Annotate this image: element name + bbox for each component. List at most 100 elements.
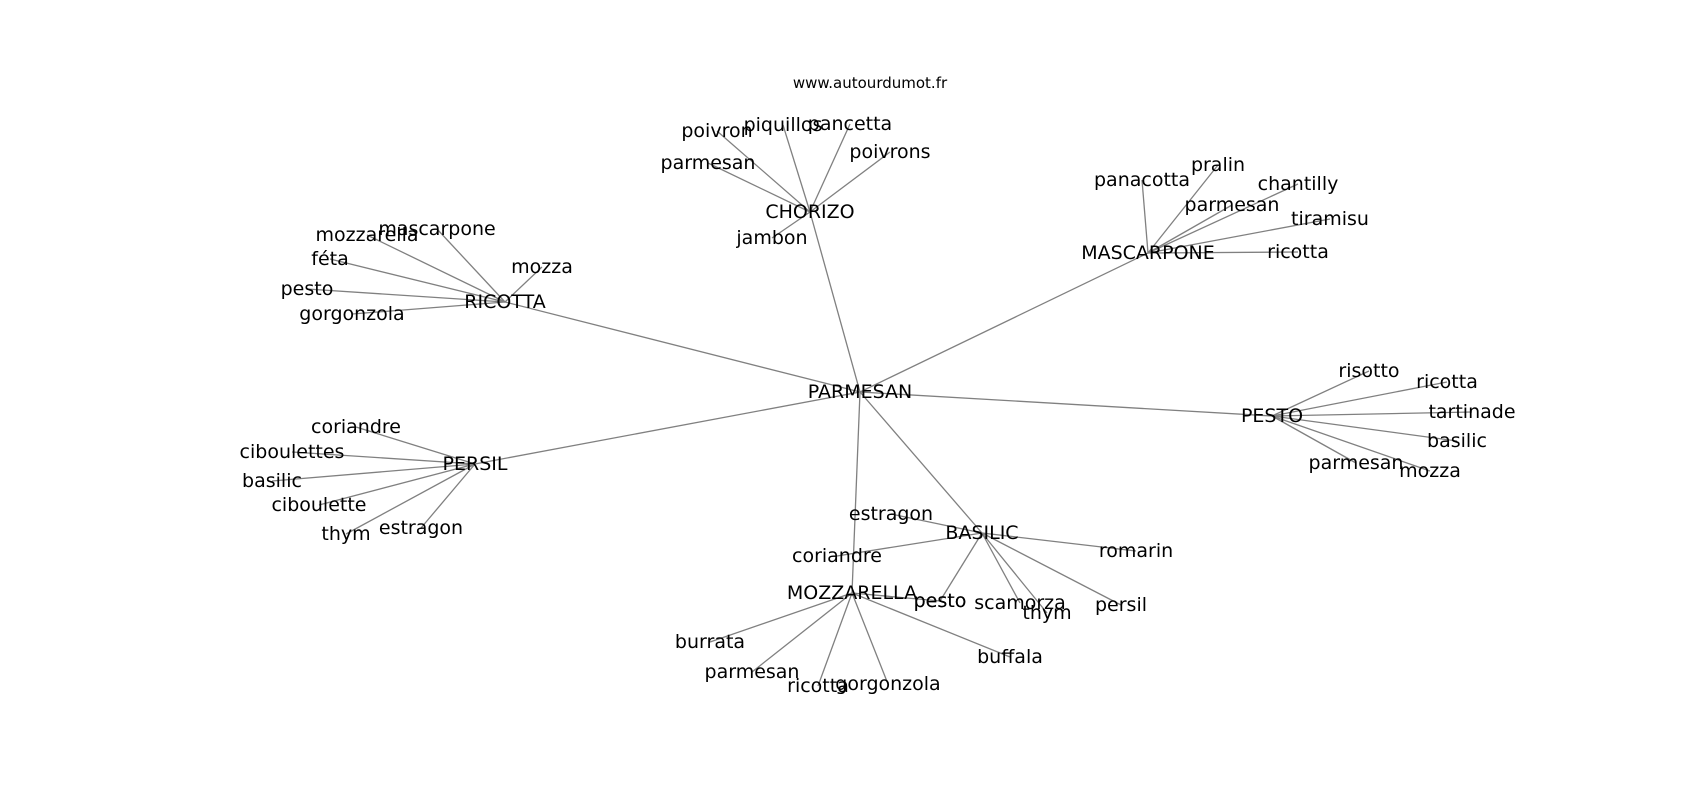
edge-root-ricotta	[504, 301, 861, 393]
edge-persil-1	[291, 451, 476, 465]
edge-chorizo-0	[716, 130, 811, 213]
leaf-node-ricotta-3: féta	[311, 248, 348, 270]
graph-edges	[271, 123, 1473, 687]
leaf-node-chorizo-5: jambon	[735, 227, 807, 249]
leaf-node-persil-4: thym	[321, 523, 370, 545]
edge-mascarpone-0	[1141, 179, 1149, 254]
edge-chorizo-4	[707, 162, 811, 213]
leaf-node-mascarpone-5: ricotta	[1267, 241, 1329, 263]
leaf-node-persil-5: estragon	[379, 517, 463, 539]
leaf-node-chorizo-4: parmesan	[661, 152, 756, 174]
edge-mozzarella-5	[851, 592, 941, 602]
leaf-node-ricotta-2: mozza	[511, 256, 573, 278]
edge-pesto-5	[1271, 415, 1431, 472]
hub-node-persil: PERSIL	[443, 453, 508, 475]
edge-mozzarella-1	[751, 592, 853, 673]
edge-pesto-4	[1271, 415, 1357, 464]
root-node-label: PARMESAN	[808, 381, 912, 403]
edge-mascarpone-5	[1147, 251, 1299, 254]
leaf-node-chorizo-1: piquillos	[744, 114, 823, 136]
edge-mascarpone-2	[1147, 183, 1299, 254]
edge-root-persil	[474, 391, 861, 465]
leaf-node-pesto-0: risotto	[1338, 360, 1399, 382]
edge-mascarpone-4	[1147, 218, 1331, 254]
hub-node-basilic: BASILIC	[945, 522, 1018, 544]
edge-basilic-4	[981, 532, 1021, 604]
source-url: www.autourdumot.fr	[793, 74, 948, 92]
leaf-node-basilic-3: pesto	[914, 590, 967, 612]
edge-ricotta-0	[366, 234, 506, 303]
leaf-node-mozzarella-2: ricotta	[787, 675, 849, 697]
leaf-node-ricotta-1: mascarpone	[378, 218, 495, 240]
leaf-node-chorizo-2: pancetta	[808, 113, 892, 135]
leaf-node-pesto-4: parmesan	[1309, 452, 1404, 474]
edge-root-chorizo	[809, 211, 861, 393]
edge-chorizo-2	[809, 123, 851, 213]
edge-mascarpone-1	[1147, 164, 1219, 254]
edge-chorizo-5	[771, 211, 811, 239]
edge-root-mascarpone	[859, 252, 1149, 393]
leaf-node-mascarpone-3: parmesan	[1185, 194, 1280, 216]
edge-ricotta-4	[306, 288, 506, 303]
edge-ricotta-2	[504, 266, 543, 303]
edge-pesto-0	[1271, 370, 1370, 417]
leaf-node-chorizo-3: poivrons	[849, 141, 930, 163]
edge-pesto-3	[1271, 415, 1458, 442]
leaf-node-mozzarella-4: buffala	[977, 646, 1043, 668]
leaf-node-mozzarella-5: pesto	[914, 590, 967, 612]
hub-node-mascarpone: MASCARPONE	[1081, 242, 1215, 264]
edge-chorizo-1	[782, 124, 811, 213]
edge-root-basilic	[859, 391, 983, 534]
leaf-node-persil-3: ciboulette	[271, 494, 366, 516]
edge-mozzarella-4	[851, 592, 1011, 658]
leaf-node-ricotta-4: pesto	[281, 278, 334, 300]
edge-basilic-5	[981, 532, 1048, 614]
edge-basilic-0	[890, 513, 983, 534]
edge-ricotta-3	[329, 258, 506, 303]
leaf-node-pesto-5: mozza	[1399, 460, 1461, 482]
edge-persil-3	[318, 463, 476, 506]
leaf-node-basilic-2: romarin	[1099, 540, 1173, 562]
leaf-node-mascarpone-1: pralin	[1191, 154, 1245, 176]
edge-persil-0	[355, 426, 476, 465]
leaf-node-basilic-5: thym	[1022, 602, 1071, 624]
leaf-node-persil-1: ciboulettes	[240, 441, 345, 463]
leaf-node-persil-0: coriandre	[311, 416, 401, 438]
edge-ricotta-5	[351, 301, 506, 315]
leaf-node-pesto-2: tartinade	[1428, 401, 1515, 423]
leaf-node-basilic-0: estragon	[849, 503, 933, 525]
edge-ricotta-1	[436, 228, 506, 303]
hub-node-ricotta: RICOTTA	[464, 291, 545, 313]
edge-pesto-2	[1271, 411, 1473, 417]
leaf-node-mascarpone-4: tiramisu	[1291, 208, 1369, 230]
edge-basilic-3	[939, 532, 983, 602]
edge-pesto-1	[1271, 381, 1448, 417]
edge-mozzarella-0	[709, 592, 853, 643]
leaf-node-ricotta-0: mozzarella	[315, 224, 418, 246]
leaf-node-pesto-1: ricotta	[1416, 371, 1478, 393]
edge-root-mozzarella	[851, 391, 861, 594]
leaf-node-mascarpone-2: chantilly	[1258, 173, 1339, 195]
hub-node-mozzarella: MOZZARELLA	[787, 582, 917, 604]
edge-persil-5	[420, 463, 476, 529]
leaf-node-basilic-1: coriandre	[792, 545, 882, 567]
leaf-node-ricotta-5: gorgonzola	[299, 303, 404, 325]
leaf-node-mozzarella-1: parmesan	[705, 661, 800, 683]
edge-basilic-6	[981, 532, 1122, 606]
leaf-node-basilic-6: persil	[1095, 594, 1147, 616]
leaf-node-mozzarella-3: gorgonzola	[835, 673, 940, 695]
edge-basilic-2	[981, 532, 1137, 552]
leaf-node-persil-2: basilic	[242, 470, 302, 492]
hub-node-chorizo: CHORIZO	[765, 201, 854, 223]
edge-basilic-1	[836, 532, 983, 557]
edge-persil-4	[345, 463, 476, 535]
leaf-node-mozzarella-0: burrata	[675, 631, 745, 653]
edge-persil-2	[271, 463, 476, 482]
leaf-node-chorizo-0: poivron	[681, 120, 752, 142]
edge-chorizo-3	[809, 151, 891, 213]
leaf-node-basilic-4: scamorza	[974, 592, 1066, 614]
edge-mascarpone-3	[1147, 204, 1233, 254]
hub-node-pesto: PESTO	[1241, 405, 1303, 427]
